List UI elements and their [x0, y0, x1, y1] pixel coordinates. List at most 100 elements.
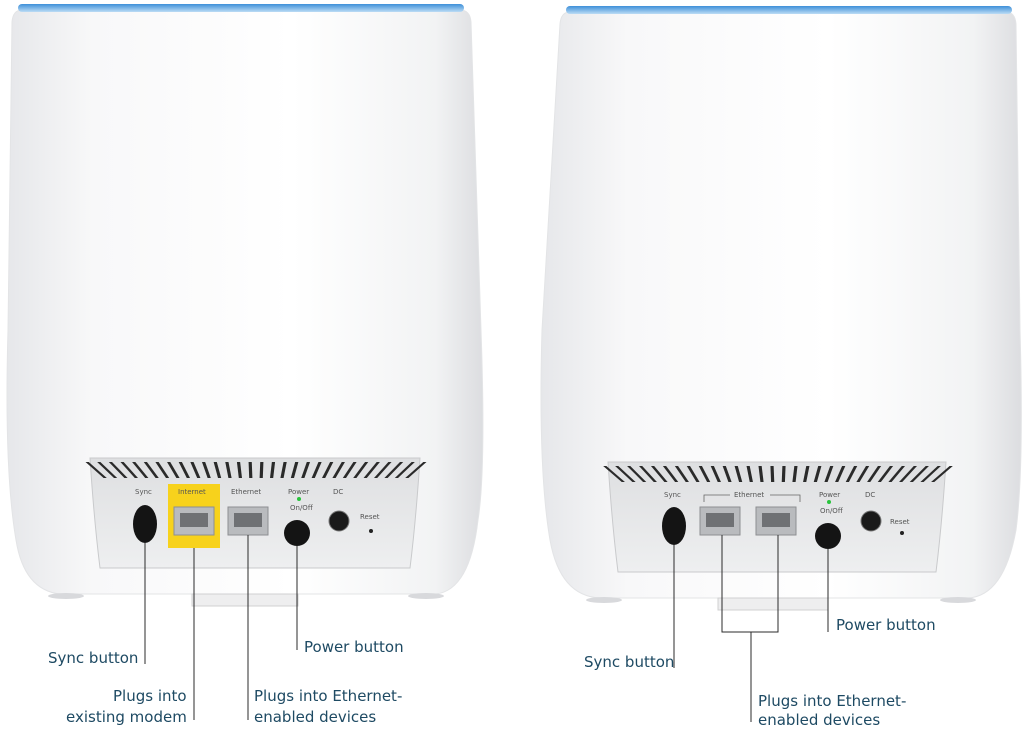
router-internet-port: [173, 506, 215, 536]
satellite-ethernet-bracket: [703, 494, 801, 502]
satellite-ethernet-label: Ethernet: [734, 491, 764, 499]
router-unit: Sync Internet Ethernet Power On/Off DC R…: [6, 4, 484, 720]
satellite-stand: [717, 597, 829, 611]
router-reset-hole: [369, 529, 373, 533]
vent-slot: [758, 466, 764, 482]
router-dc-jack: [328, 510, 350, 532]
vent-slot: [167, 462, 180, 478]
router-sync-button: [133, 505, 157, 543]
vent-slot: [190, 462, 201, 478]
vent-slot: [270, 462, 276, 478]
vent-slot: [615, 466, 636, 482]
vent-slot: [259, 462, 264, 478]
router-dc-label: DC: [333, 488, 343, 496]
satellite-sync-button: [662, 507, 686, 545]
satellite-sync-label: Sync: [664, 491, 681, 499]
vent-slot: [603, 466, 625, 482]
vent-slot: [734, 466, 743, 482]
satellite-power-label: Power: [819, 491, 840, 499]
vent-slot: [248, 462, 253, 478]
satellite-foot-right: [940, 597, 976, 603]
router-power-label: Power: [288, 488, 309, 496]
router-ethernet-callout-line1: Plugs into Ethernet-: [254, 687, 403, 705]
router-modem-callout-line1: Plugs into: [113, 687, 187, 705]
vent-slot: [311, 462, 322, 478]
router-stand: [191, 593, 299, 607]
satellite-power-sub-label: On/Off: [820, 507, 843, 515]
router-ethernet-label: Ethernet: [231, 488, 261, 496]
vent-slot: [374, 462, 392, 478]
satellite-power-led: [827, 500, 831, 504]
satellite-reset-hole: [900, 531, 904, 535]
vent-slot: [746, 466, 753, 482]
vent-slot: [920, 466, 941, 482]
vent-slot: [97, 462, 118, 478]
vent-slot: [877, 466, 894, 482]
satellite-ethernet-port-2: [755, 506, 797, 536]
vent-slot: [405, 462, 427, 478]
vent-slot: [236, 462, 242, 478]
router-ethernet-callout-line2: enabled devices: [254, 708, 377, 726]
vent-slot: [363, 462, 380, 478]
vent-slot: [710, 466, 721, 482]
satellite-top-glow: [566, 6, 1012, 14]
router-vents: [85, 462, 427, 478]
vent-slot: [155, 462, 170, 478]
vent-slot: [178, 462, 190, 478]
vent-slot: [225, 462, 232, 478]
satellite-power-button: [815, 523, 841, 549]
router-foot-right: [408, 593, 444, 599]
router-top-glow: [18, 4, 464, 12]
vent-slot: [722, 466, 732, 482]
vent-slot: [332, 462, 345, 478]
vent-slot: [394, 462, 415, 478]
vent-slot: [888, 466, 906, 482]
vent-slot: [132, 462, 149, 478]
vent-slot: [85, 462, 107, 478]
satellite-ethernet-callout-line1: Plugs into Ethernet-: [758, 692, 907, 710]
vent-slot: [674, 466, 689, 482]
vent-slot: [781, 466, 786, 482]
vent-slot: [639, 466, 657, 482]
router-modem-callout-line2: existing modem: [66, 708, 187, 726]
vent-slot: [824, 466, 834, 482]
router-foot-left: [48, 593, 84, 599]
router-sync-label: Sync: [135, 488, 152, 496]
vent-slot: [770, 466, 775, 482]
satellite-ethernet-callout-line2: enabled devices: [758, 711, 881, 729]
router-reset-label: Reset: [360, 513, 380, 521]
vent-slot: [290, 462, 299, 478]
vent-slot: [845, 466, 858, 482]
vent-slot: [909, 466, 929, 482]
vent-slot: [342, 462, 357, 478]
vent-slot: [662, 466, 679, 482]
vent-slot: [322, 462, 334, 478]
router-power-button: [284, 520, 310, 546]
satellite-reset-label: Reset: [890, 518, 910, 526]
vent-slot: [301, 462, 311, 478]
vent-slot: [650, 466, 668, 482]
vent-slot: [792, 466, 798, 482]
satellite-power-button-callout: Power button: [836, 616, 936, 634]
satellite-sync-button-callout: Sync button: [584, 653, 675, 671]
router-power-button-callout: Power button: [304, 638, 404, 656]
vent-slot: [931, 466, 953, 482]
router-sync-button-callout: Sync button: [48, 649, 139, 667]
vent-slot: [280, 462, 287, 478]
router-power-led: [297, 497, 301, 501]
vent-slot: [143, 462, 159, 478]
vent-slot: [835, 466, 846, 482]
vent-slot: [686, 466, 700, 482]
router-internet-label: Internet: [178, 488, 206, 496]
vent-slot: [856, 466, 870, 482]
vent-slot: [353, 462, 369, 478]
vent-slot: [803, 466, 810, 482]
vent-slot: [899, 466, 917, 482]
satellite-vents: [603, 466, 953, 482]
satellite-foot-left: [586, 597, 622, 603]
satellite-dc-label: DC: [865, 491, 875, 499]
vent-slot: [698, 466, 711, 482]
satellite-unit: Sync Ethernet Power On/Off DC Reset: [540, 6, 1022, 722]
